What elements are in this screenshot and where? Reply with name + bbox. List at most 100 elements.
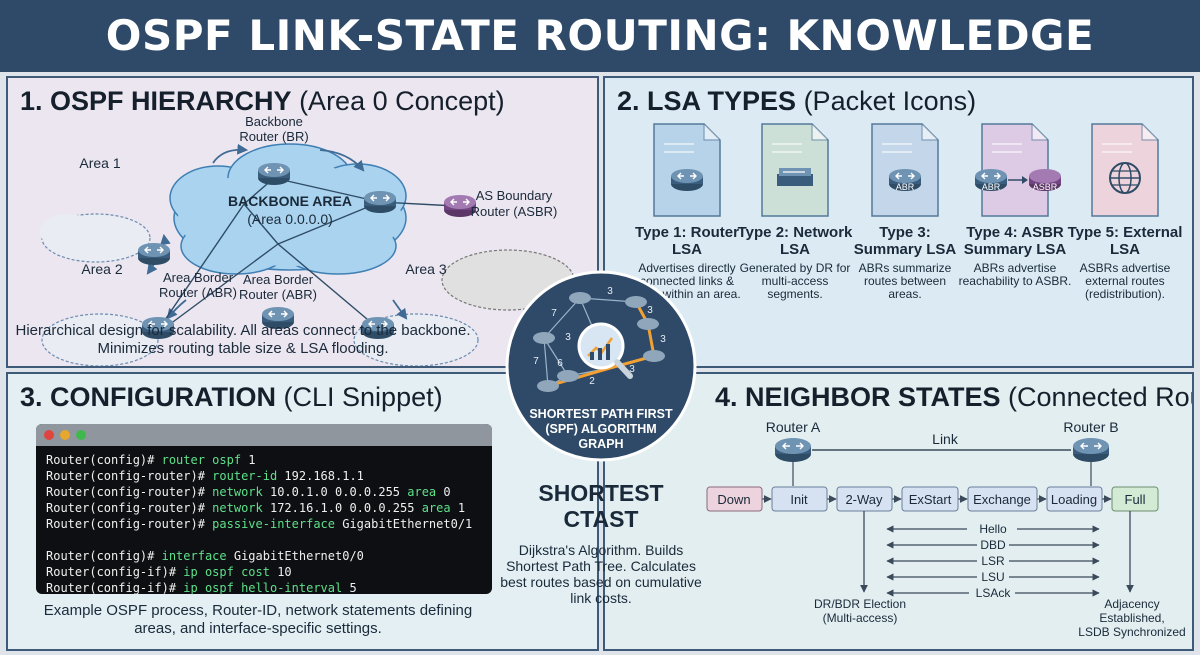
neighbor-panel: 4. NEIGHBOR STATES (Connected Routers) R… <box>603 372 1194 651</box>
lsa-type5-title: Type 5: External LSA <box>1067 224 1183 258</box>
svg-text:Router (ABR): Router (ABR) <box>159 285 237 300</box>
backbone-router-label: Backbone <box>245 114 303 129</box>
minimize-dot-icon <box>60 430 70 440</box>
cli-line: Router(config-if)# ip ospf cost 10 <box>46 565 292 579</box>
state-init: Init <box>790 492 808 507</box>
svg-text:LSDB Synchronized: LSDB Synchronized <box>1078 625 1185 639</box>
router-a-label: Router A <box>766 419 821 435</box>
svg-text:Established,: Established, <box>1099 611 1164 625</box>
svg-text:ABR: ABR <box>896 182 915 192</box>
terminal-titlebar <box>36 424 492 446</box>
lsa-type4-title: Type 4: ASBR Summary LSA <box>963 224 1067 258</box>
msg-lsack: LSAck <box>976 586 1012 600</box>
lsa-type4-desc: ABRs advertise reachability to ASBR. <box>958 261 1072 288</box>
type4-packet-icon: ABR ASBR <box>974 123 1061 217</box>
router-a-icon <box>774 437 812 463</box>
svg-text:7: 7 <box>533 356 539 367</box>
lsa-type1-desc: Advertises directly connected links & st… <box>633 261 741 301</box>
svg-text:3: 3 <box>647 305 653 316</box>
backbone-area-label: BACKBONE AREA <box>228 193 352 209</box>
state-full: Full <box>1125 492 1146 507</box>
dr-bdr-label: DR/BDR Election <box>814 597 906 611</box>
spf-badge: 3 7 3 3 3 3 7 6 2 5 SHORTEST PATH FIRST … <box>505 270 697 462</box>
svg-text:(Multi-access): (Multi-access) <box>823 611 898 625</box>
cli-line: Router(config)# router ospf 1 <box>46 453 256 467</box>
abr-label-left: Area Border <box>163 270 234 285</box>
area1-abr-icon <box>137 242 171 266</box>
spf-badge-line2: (SPF) ALGORITHM <box>545 422 656 436</box>
area3-label: Area 3 <box>405 261 446 277</box>
spf-badge-line1: SHORTEST PATH FIRST <box>529 407 673 421</box>
state-boxes <box>706 486 1159 512</box>
backbone-router-icon-east <box>363 190 397 214</box>
state-loading: Loading <box>1051 492 1097 507</box>
lsa-panel: 2. LSA TYPES (Packet Icons) ABR ABR <box>603 76 1194 368</box>
msg-hello: Hello <box>979 522 1007 536</box>
lsa-icons: ABR ABR ASBR <box>653 123 1159 217</box>
backbone-router-icon <box>257 162 291 186</box>
type5-packet-icon <box>1091 123 1159 217</box>
area2-cloud <box>41 313 159 366</box>
svg-text:ASBR: ASBR <box>1033 182 1058 192</box>
state-exchange: Exchange <box>973 492 1031 507</box>
router-b-icon <box>1072 437 1110 463</box>
svg-text:3: 3 <box>629 364 635 375</box>
cli-line: Router(config-router)# router-id 192.168… <box>46 469 364 483</box>
lsa-type2-title: Type 2: Network LSA <box>737 224 853 258</box>
hierarchy-diagram: Backbone Router (BR) BACKBONE AREA (Area… <box>40 114 575 366</box>
svg-text:6: 6 <box>557 358 563 369</box>
hierarchy-caption: Hierarchical design for scalability. All… <box>15 322 471 357</box>
svg-text:Router (BR): Router (BR) <box>239 129 308 144</box>
lsa-type5-desc: ASBRs advertise external routes (redistr… <box>1079 261 1171 301</box>
spf-nodes <box>533 292 665 392</box>
lsa-type2-desc: Generated by DR for multi-access segment… <box>739 261 851 301</box>
svg-text:3: 3 <box>607 286 613 297</box>
message-arrows <box>886 525 1100 597</box>
svg-text:3: 3 <box>660 334 666 345</box>
hierarchy-panel: 1. OSPF HIERARCHY (Area 0 Concept) <box>6 76 599 368</box>
page-title: OSPF LINK-STATE ROUTING: KNOWLEDGE CONSO… <box>0 0 1200 132</box>
area1-label: Area 1 <box>79 155 120 171</box>
type2-packet-icon <box>761 123 829 217</box>
state-down: Down <box>717 492 750 507</box>
lsa-type1-title: Type 1: Router LSA <box>635 224 739 258</box>
adjacency-label: Adjacency <box>1104 597 1159 611</box>
close-dot-icon <box>44 430 54 440</box>
svg-text:2: 2 <box>589 376 595 387</box>
cli-line: Router(config-if)# ip ospf hello-interva… <box>46 581 357 595</box>
type1-packet-icon <box>653 123 721 217</box>
cli-line: Router(config-router)# passive-interface… <box>46 517 473 531</box>
state-2way: 2-Way <box>845 492 883 507</box>
neighbor-diagram: Router A Router B Link Down Init <box>706 419 1186 639</box>
backbone-area-id: (Area 0.0.0.0) <box>247 211 333 227</box>
spf-description: Dijkstra's Algorithm. Builds Shortest Pa… <box>500 542 702 606</box>
config-caption: Example OSPF process, Router-ID, network… <box>43 602 473 637</box>
magnifier-chart-icon <box>577 322 633 379</box>
neighbor-heading: 4. NEIGHBOR STATES (Connected Routers) <box>715 382 1192 412</box>
abr-label-right: Area Border <box>243 272 314 287</box>
lsa-type3-title: Type 3: Summary LSA <box>853 224 957 258</box>
msg-lsr: LSR <box>981 554 1005 568</box>
router-b-label: Router B <box>1063 419 1118 435</box>
area2-label: Area 2 <box>81 261 122 277</box>
lsa-heading: 2. LSA TYPES (Packet Icons) <box>617 86 977 116</box>
cli-snippet: Router(config)# router ospf 1 Router(conf… <box>36 446 492 596</box>
cli-line: Router(config)# interface GigabitEtherne… <box>46 549 364 563</box>
cli-line <box>46 532 492 548</box>
msg-dbd: DBD <box>980 538 1006 552</box>
cli-line: Router(config-router)# network 172.16.1.… <box>46 501 466 515</box>
maximize-dot-icon <box>76 430 86 440</box>
msg-lsu: LSU <box>981 570 1004 584</box>
state-exstart: ExStart <box>909 492 952 507</box>
config-heading: 3. CONFIGURATION (CLI Snippet) <box>20 382 443 412</box>
config-panel: 3. CONFIGURATION (CLI Snippet) Router(co… <box>6 372 599 651</box>
link-label: Link <box>932 431 959 447</box>
svg-text:7: 7 <box>551 308 557 319</box>
cli-line: Router(config-router)# network 10.0.1.0 … <box>46 485 451 499</box>
asbr-label: AS Boundary <box>476 188 553 203</box>
type3-packet-icon: ABR <box>871 123 939 217</box>
cli-terminal: Router(config)# router ospf 1 Router(conf… <box>36 424 492 596</box>
svg-text:Router (ABR): Router (ABR) <box>239 287 317 302</box>
svg-text:ABR: ABR <box>982 182 1001 192</box>
